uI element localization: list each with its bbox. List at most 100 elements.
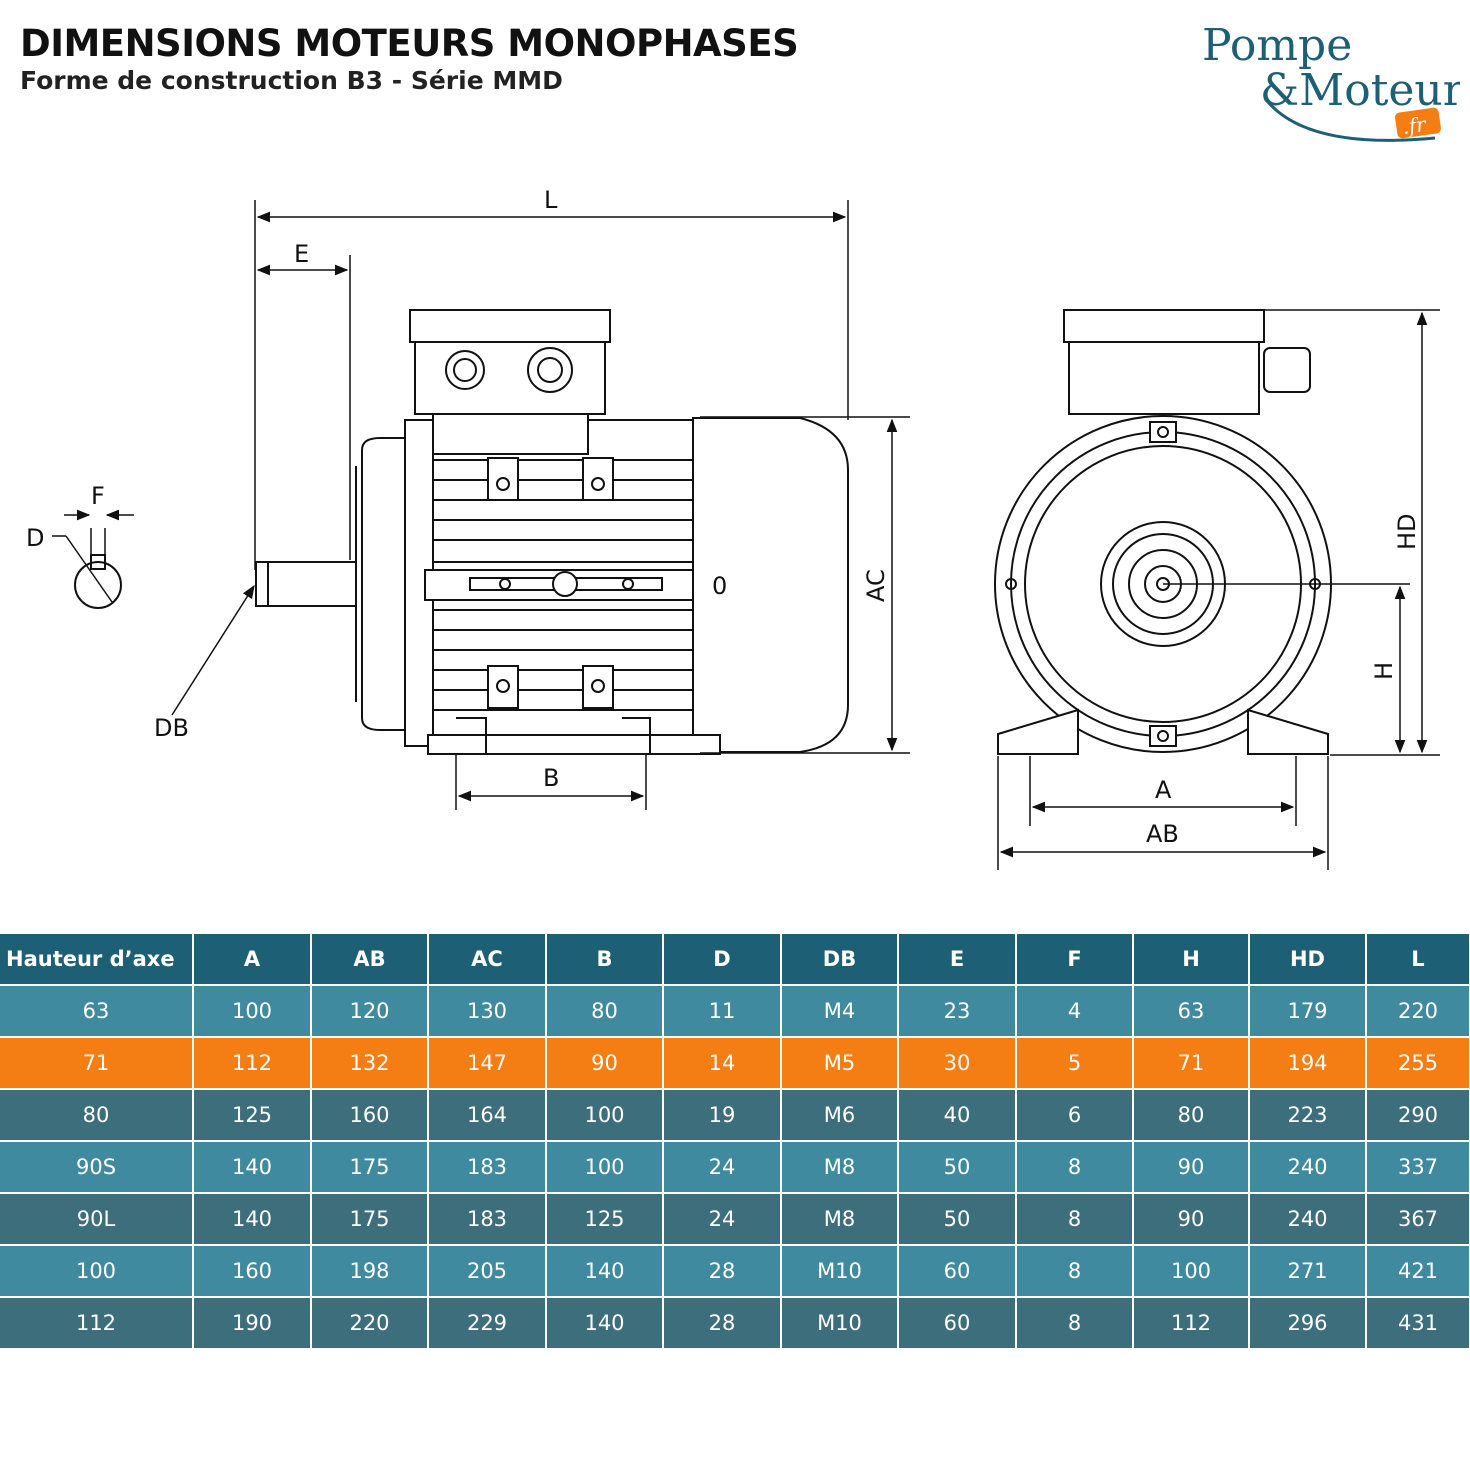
table-cell: 183: [428, 1140, 547, 1193]
table-cell: 90: [546, 1036, 664, 1089]
table-cell: 6: [1016, 1088, 1134, 1141]
table-cell: 8: [1016, 1244, 1134, 1297]
table-cell: 296: [1249, 1296, 1367, 1348]
table-header-row: Hauteur d’axe A AB AC B D DB E F H HD L: [0, 934, 1470, 985]
table-cell: 125: [193, 1088, 312, 1141]
motor-technical-drawing: L E F D DB B 0 AC HD H A AB: [26, 186, 1440, 870]
table-cell: 140: [193, 1140, 312, 1193]
table-cell: 90: [1133, 1140, 1250, 1193]
table-row: 90L 140 175 183 125 24 M8 50 8 90 240 36…: [0, 1192, 1470, 1245]
table-cell: M8: [781, 1192, 899, 1245]
table-cell: 100: [546, 1088, 664, 1141]
header-F: F: [1016, 934, 1134, 985]
header-H: H: [1133, 934, 1250, 985]
table-row-highlighted: 71 112 132 147 90 14 M5 30 5 71 194 255: [0, 1036, 1470, 1089]
table-cell: 112: [1133, 1296, 1250, 1348]
table-cell: 175: [311, 1192, 429, 1245]
header-DB: DB: [781, 934, 899, 985]
table-cell: 100: [546, 1140, 664, 1193]
table-cell: 205: [428, 1244, 547, 1297]
table-cell: 50: [898, 1192, 1017, 1245]
table-cell: 240: [1249, 1192, 1367, 1245]
table-cell: 28: [663, 1244, 782, 1297]
header-D: D: [663, 934, 782, 985]
table-cell: 5: [1016, 1036, 1134, 1089]
table-cell: 24: [663, 1192, 782, 1245]
table-cell: 30: [898, 1036, 1017, 1089]
table-cell: 71: [0, 1036, 194, 1089]
table-cell: M5: [781, 1036, 899, 1089]
table-cell: 100: [0, 1244, 194, 1297]
header-B: B: [546, 934, 664, 985]
label-DB: DB: [154, 714, 189, 742]
table-cell: 90L: [0, 1192, 194, 1245]
table-cell: 223: [1249, 1088, 1367, 1141]
side-view: [52, 200, 910, 810]
table-cell: M6: [781, 1088, 899, 1141]
table-cell: 290: [1366, 1088, 1470, 1141]
table-cell: 40: [898, 1088, 1017, 1141]
table-cell: 140: [546, 1296, 664, 1348]
table-cell: 140: [546, 1244, 664, 1297]
table-cell: 100: [1133, 1244, 1250, 1297]
table-cell: 190: [193, 1296, 312, 1348]
table-row: 100 160 198 205 140 28 M10 60 8 100 271 …: [0, 1244, 1470, 1297]
header-AB: AB: [311, 934, 429, 985]
label-zero: 0: [712, 572, 727, 600]
table-cell: 90: [1133, 1192, 1250, 1245]
table-cell: 50: [898, 1140, 1017, 1193]
table-cell: 132: [311, 1036, 429, 1089]
logo-line1: Pompe: [1202, 20, 1352, 71]
logo-swoosh: [1266, 101, 1436, 142]
header-L: L: [1366, 934, 1470, 985]
table-cell: 60: [898, 1296, 1017, 1348]
table-cell: 179: [1249, 984, 1367, 1037]
table-cell: M10: [781, 1296, 899, 1348]
table-cell: 125: [546, 1192, 664, 1245]
table-cell: 8: [1016, 1140, 1134, 1193]
label-F: F: [91, 482, 105, 510]
table-cell: 220: [1366, 984, 1470, 1037]
table-cell: 120: [311, 984, 429, 1037]
label-AC: AC: [862, 569, 890, 602]
table-cell: 60: [898, 1244, 1017, 1297]
page-title: DIMENSIONS MOTEURS MONOPHASES: [20, 22, 799, 65]
label-AB: AB: [1146, 820, 1179, 848]
label-L: L: [544, 186, 558, 214]
table-cell: M10: [781, 1244, 899, 1297]
table-cell: 240: [1249, 1140, 1367, 1193]
table-cell: 112: [193, 1036, 312, 1089]
label-D: D: [26, 524, 44, 552]
table-cell: 160: [193, 1244, 312, 1297]
table-cell: 80: [546, 984, 664, 1037]
dimension-labels: L E F D DB B 0 AC HD H A AB: [26, 186, 1421, 848]
table-cell: 80: [1133, 1088, 1250, 1141]
table-cell: 11: [663, 984, 782, 1037]
table-cell: 90S: [0, 1140, 194, 1193]
table-cell: 28: [663, 1296, 782, 1348]
table-cell: 183: [428, 1192, 547, 1245]
table-row: 90S 140 175 183 100 24 M8 50 8 90 240 33…: [0, 1140, 1470, 1193]
table-cell: 255: [1366, 1036, 1470, 1089]
table-cell: 71: [1133, 1036, 1250, 1089]
page-subtitle: Forme de construction B3 - Série MMD: [20, 66, 563, 95]
table-cell: 63: [0, 984, 194, 1037]
header-hauteur-axe: Hauteur d’axe: [0, 934, 194, 985]
table-cell: 160: [311, 1088, 429, 1141]
table-cell: 175: [311, 1140, 429, 1193]
table-cell: 147: [428, 1036, 547, 1089]
table-cell: 431: [1366, 1296, 1470, 1348]
table-cell: 23: [898, 984, 1017, 1037]
table-cell: 271: [1249, 1244, 1367, 1297]
dimensions-table: Hauteur d’axe A AB AC B D DB E F H HD L …: [0, 934, 1470, 1348]
table-cell: M8: [781, 1140, 899, 1193]
logo-line2: &Moteur: [1260, 65, 1460, 116]
table-cell: 80: [0, 1088, 194, 1141]
table-cell: 8: [1016, 1192, 1134, 1245]
header-A: A: [193, 934, 312, 985]
table-cell: 112: [0, 1296, 194, 1348]
table-cell: M4: [781, 984, 899, 1037]
table-cell: 337: [1366, 1140, 1470, 1193]
logo-badge-text: .fr: [1401, 112, 1429, 139]
table-cell: 24: [663, 1140, 782, 1193]
